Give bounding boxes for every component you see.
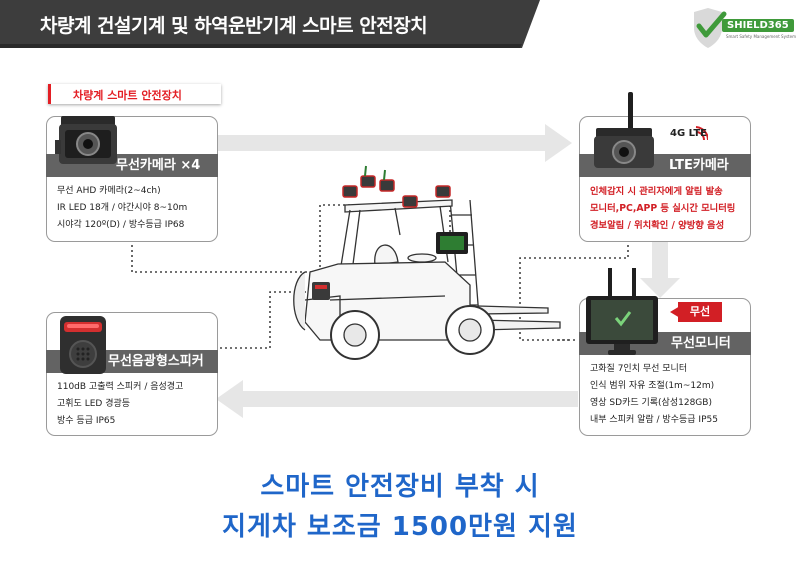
spec-line: 고화질 7인치 무선 모니터	[590, 364, 688, 374]
spec-line: 110dB 고출력 스피커 / 음성경고	[57, 382, 184, 392]
speaker-icon	[60, 316, 106, 374]
forklift-illustration	[293, 199, 561, 360]
card-speaker: 무선음광형스피커 110dB 고출력 스피커 / 음성경고 고휘도 LED 경광…	[46, 312, 218, 436]
tag-arrow-icon	[670, 306, 680, 318]
flow-arrow-top	[215, 124, 572, 162]
feature-line: 경보알림 / 위치확인 / 양방향 음성	[590, 220, 725, 231]
camera-icon	[55, 116, 117, 164]
spec-line: 고휘도 LED 경광등	[57, 399, 131, 409]
flow-arrow-bottom	[216, 380, 578, 418]
camera-icon	[435, 185, 451, 198]
mounted-cameras	[342, 165, 451, 208]
shield-check-icon	[694, 8, 727, 48]
camera-icon	[342, 185, 358, 198]
spec-line: IR LED 18개 / 야간시야 8~10m	[57, 203, 188, 213]
spec-line: 무선 AHD 카메라(2~4ch)	[57, 186, 161, 196]
spec-line: 내부 스피커 알람 / 방수등급 IP55	[590, 415, 718, 425]
header-bar	[0, 0, 540, 48]
section-label: 차량계 스마트 안전장치	[48, 84, 221, 104]
spec-line: 인식 범위 자유 조절(1m~12m)	[590, 381, 715, 391]
flow-arrow-right	[640, 238, 680, 298]
monitor-icon	[586, 268, 658, 355]
4g-lte-badge-icon	[695, 126, 708, 141]
camera-icon	[360, 175, 376, 188]
4g-lte-badge: 4G LTE	[670, 128, 708, 139]
mounted-monitor	[436, 232, 468, 254]
wireless-tag-text: 무선	[689, 305, 711, 318]
camera-icon	[402, 195, 418, 208]
logo-wordmark: SHIELD365	[722, 19, 794, 32]
spec-line: 방수 등급 IP65	[57, 416, 116, 426]
lte-camera-icon	[594, 92, 654, 168]
mounted-speaker	[312, 282, 330, 300]
card-body-lte-camera: 인체감지 시 관리자에게 알림 발송 모니터,PC,APP 등 실시간 모니터링…	[590, 183, 735, 234]
feature-line: 인체감지 시 관리자에게 알림 발송	[590, 186, 723, 197]
card-body-wireless-camera: 무선 AHD 카메라(2~4ch) IR LED 18개 / 야간시야 8~10…	[57, 183, 187, 234]
logo-subtitle: Smart Safety Management System	[726, 34, 796, 39]
spec-line: 시야각 120º(D) / 방수등급 IP68	[57, 220, 185, 230]
wireless-tag: 무선	[678, 302, 722, 322]
card-body-speaker: 110dB 고출력 스피커 / 음성경고 고휘도 LED 경광등 방수 등급 I…	[57, 379, 183, 430]
tagline-line-2: 지게차 보조금 1500만원 지원	[222, 512, 578, 542]
tagline-line-1: 스마트 안전장비 부착 시	[260, 472, 540, 502]
section-label-text: 차량계 스마트 안전장치	[73, 89, 182, 102]
feature-line: 모니터,PC,APP 등 실시간 모니터링	[590, 203, 736, 214]
camera-icon	[379, 179, 395, 192]
connector-lte	[519, 240, 629, 341]
card-body-monitor: 고화질 7인치 무선 모니터 인식 범위 자유 조절(1m~12m) 영상 SD…	[590, 361, 718, 429]
spec-line: 영상 SD카드 기록(삼성128GB)	[590, 398, 712, 408]
page-title: 차량계 건설기계 및 하역운반기계 스마트 안전장치	[40, 15, 428, 37]
